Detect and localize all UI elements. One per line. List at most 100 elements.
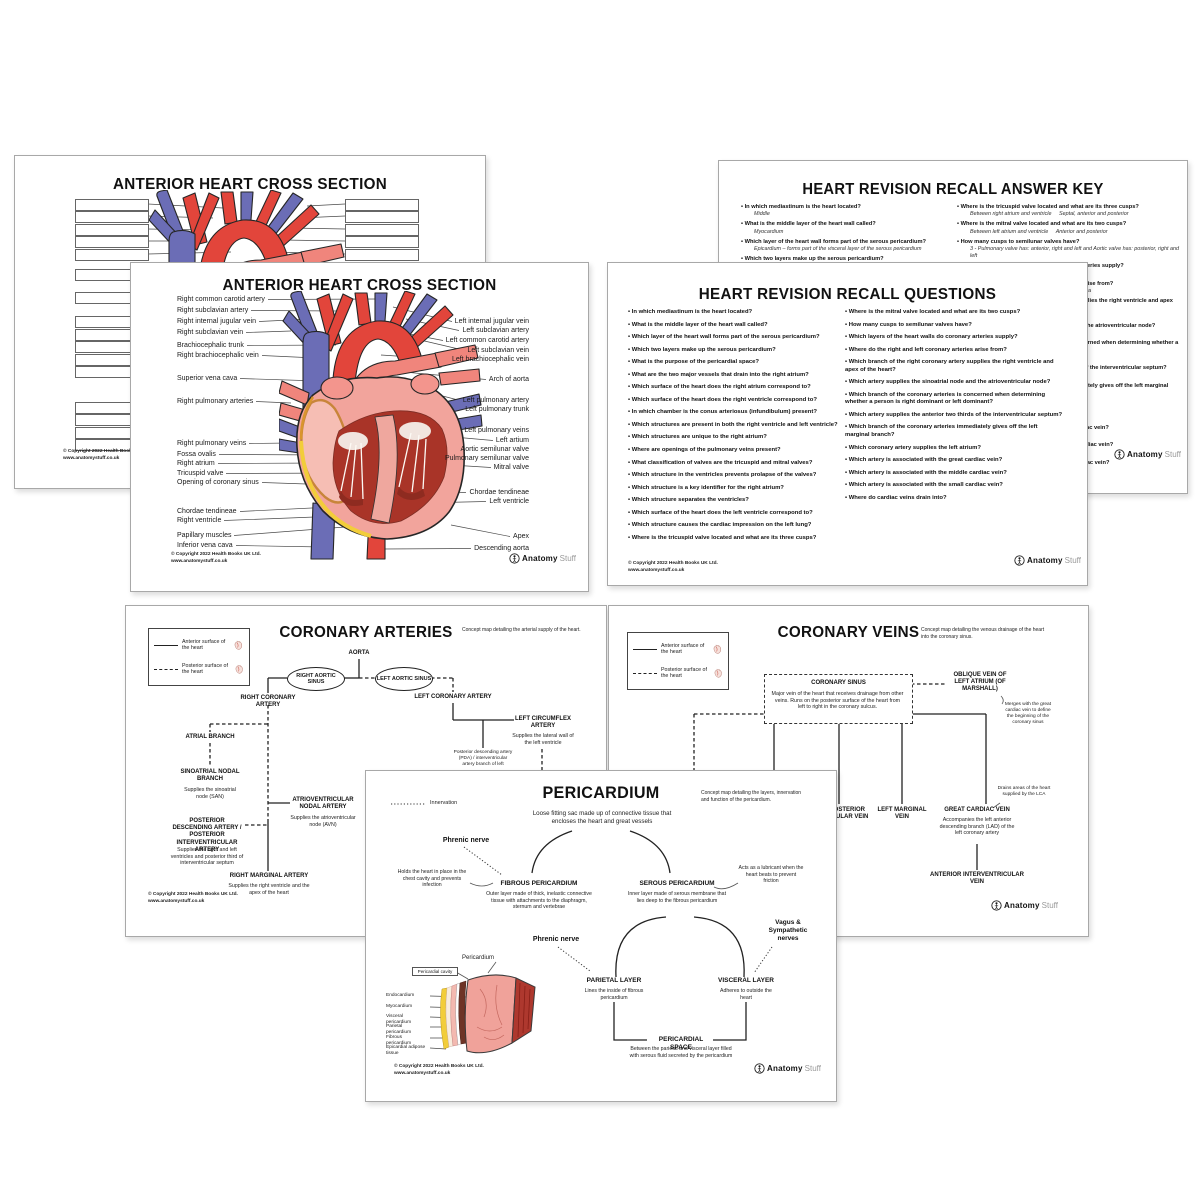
node-posterior-descending-artery: POSTERIOR DESCENDING ARTERY / POSTERIOR … [172, 818, 242, 853]
question-item: Which branch of the right coronary arter… [845, 359, 1063, 374]
anatomystuff-logo-icon [754, 1063, 765, 1074]
node-left-circumflex-artery: LEFT CIRCUMFLEX ARTERY [515, 716, 571, 730]
diagram-label: Opening of coronary sinus [177, 479, 259, 486]
anatomystuff-logo-icon [1014, 555, 1025, 566]
cube-layer-label: Myocardium [386, 1004, 413, 1009]
node-left-coronary-artery: LEFT CORONARY ARTERY [414, 694, 492, 700]
anatomystuff-logo-icon [991, 900, 1002, 911]
blank-label-box [75, 199, 149, 211]
copyright: © Copyright 2022 Health Books UK Ltd.www… [628, 561, 718, 574]
diagram-label: Right pulmonary veins [177, 440, 247, 447]
question-item: Which layer of the heart wall forms part… [628, 334, 841, 342]
question-item: Which surface of the heart does the left… [628, 510, 841, 518]
node-right-marginal-artery: RIGHT MARGINAL ARTERY [229, 873, 309, 879]
node-left-aortic-sinus: LEFT AORTIC SINUS [375, 667, 433, 691]
node-parietal-layer: PARIETAL LAYER [586, 977, 642, 984]
cube-layer-label: Endocardium [386, 993, 415, 998]
node-pericardial-space: PERICARDIAL SPACE [658, 1036, 704, 1051]
node-visceral-layer: VISCERAL LAYER [718, 977, 774, 984]
qa-item: What is the middle layer of the heart wa… [741, 221, 966, 235]
note-holds-heart: Holds the heart in place in the chest ca… [397, 869, 467, 888]
legend-label: Posterior surface of the heart [182, 662, 228, 675]
qa-item: Which layer of the heart wall forms part… [741, 239, 966, 253]
diagram-label: Apex [513, 533, 529, 540]
dashed-line-sample [154, 668, 178, 670]
node-left-posterior-ventricular-vein: LEFT POSTERIOR VENTRICULAR VEIN [809, 807, 869, 821]
note-great-cardiac-vein: Drains areas of the heart supplied by th… [997, 786, 1051, 797]
note-lubricant: Acts as a lubricant when the heart beats… [738, 865, 804, 884]
page-title: CORONARY VEINS [777, 624, 920, 641]
legend-anterior: Anterior surface of the heart [633, 642, 723, 657]
copyright: © Copyright 2022 Health Books UK Ltd.www… [63, 449, 153, 462]
page-title: CORONARY ARTERIES [279, 624, 453, 641]
heart-cross-section-illustration [279, 291, 484, 561]
blank-label-box [345, 236, 419, 248]
blank-label-box [75, 211, 149, 223]
subtitle: Concept map detailing the venous drainag… [921, 627, 1045, 640]
desc-serous: Inner layer made of serous membrane that… [627, 891, 727, 904]
cube-layer-label: Fibrous pericardium [386, 1035, 412, 1046]
diagram-label: Aortic semilunar valve [460, 446, 529, 453]
legend-box: Anterior surface of the heart Posterior … [148, 628, 250, 686]
questions-left-column: In which mediastinum is the heart locate… [628, 309, 841, 547]
answer-text: Middle [754, 211, 770, 218]
question-item: Where do cardiac veins drain into? [845, 495, 1063, 503]
legend-box: Anterior surface of the heart Posterior … [627, 632, 729, 690]
blank-label-box [75, 224, 149, 236]
node-coronary-sinus-box: CORONARY SINUS Major vein of the heart t… [764, 674, 913, 724]
qa-item: Where is the tricuspid valve located and… [957, 204, 1179, 218]
anatomystuff-logo-icon [509, 553, 520, 564]
question-text: What is the middle layer of the heart wa… [741, 221, 966, 228]
subtitle: Concept map detailing the arterial suppl… [462, 627, 581, 633]
question-text: In which mediastinum is the heart locate… [741, 204, 966, 211]
sheet-labeled-cross-section: ANTERIOR HEART CROSS SECTION Right commo… [130, 262, 589, 592]
diagram-label: Right pulmonary arteries [177, 398, 254, 405]
anterior-heart-icon [234, 640, 243, 650]
node-fibrous-pericardium: FIBROUS PERICARDIUM [500, 880, 578, 887]
solid-line-sample [633, 648, 657, 650]
solid-line-sample [154, 644, 178, 646]
subtitle: Concept map detailing the layers, innerv… [701, 790, 802, 803]
node-great-cardiac-vein: GREAT CARDIAC VEIN [944, 807, 1010, 813]
copyright: © Copyright 2022 Health Books UK Ltd.www… [148, 892, 238, 905]
diagram-label: Left brachiocephalic vein [451, 356, 529, 363]
desc-sinoatrial: Supplies the sinoatrial node (SAN) [184, 787, 236, 800]
blank-label-box [345, 211, 419, 223]
question-item: What are the two major vessels that drai… [628, 372, 841, 380]
question-item: Which artery supplies the anterior two t… [845, 412, 1063, 420]
question-item: Which structure separates the ventricles… [628, 497, 841, 505]
blank-label-box [345, 224, 419, 236]
question-item: Which surface of the heart does the righ… [628, 397, 841, 405]
cube-layer-label: Visceral pericardium [386, 1014, 412, 1025]
diagram-label: Superior vena cava [177, 375, 238, 382]
diagram-label: Right ventricle [177, 517, 222, 524]
anatomystuff-logo-icon [1114, 449, 1125, 460]
diagram-label: Left pulmonary trunk [465, 406, 529, 413]
diagram-label: Chordae tendineae [177, 508, 237, 515]
page-title: HEART REVISION RECALL ANSWER KEY [802, 181, 1104, 198]
diagram-label: Right brachiocephalic vein [177, 352, 259, 359]
node-sinoatrial-nodal-branch: SINOATRIAL NODAL BRANCH [180, 769, 240, 783]
diagram-label: Fossa ovalis [177, 451, 216, 458]
page-title: ANTERIOR HEART CROSS SECTION [112, 176, 387, 193]
question-item: Which layers of the heart walls do coron… [845, 334, 1063, 342]
sheet-recall-questions: HEART REVISION RECALL QUESTIONS In which… [607, 262, 1088, 586]
diagram-label: Right common carotid artery [177, 296, 265, 303]
cube-layer-label: Parietal pericardium [386, 1024, 412, 1035]
blank-label-box [75, 249, 149, 261]
question-item: What classification of valves are the tr… [628, 460, 841, 468]
blank-label-box [345, 249, 419, 261]
question-item: Which structure causes the cardiac impre… [628, 522, 841, 530]
qa-item: Where is the mitral valve located and wh… [957, 221, 1179, 235]
desc-visceral: Adheres to outside the heart [720, 988, 772, 1001]
node-serous-pericardium: SEROUS PERICARDIUM [639, 880, 715, 887]
question-item: Which structure in the ventricles preven… [628, 472, 841, 480]
page-title: ANTERIOR HEART CROSS SECTION [222, 277, 497, 294]
question-item: Which branch of the coronary arteries is… [845, 392, 1063, 407]
note-oblique: Merges with the great cardiac vein to de… [1004, 702, 1052, 725]
